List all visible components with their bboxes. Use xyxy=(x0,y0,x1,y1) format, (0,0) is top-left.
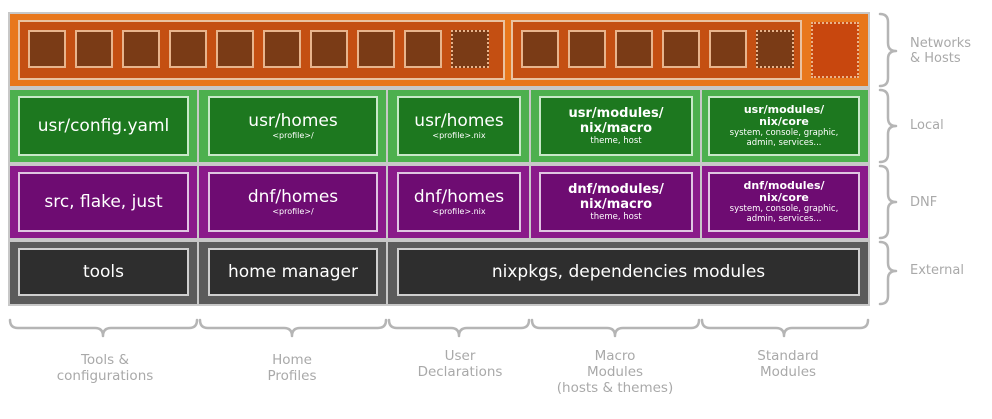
dnf-homes-declarations-sub: <profile>.nix xyxy=(432,207,486,216)
column-label-standard-line1: Standard xyxy=(757,348,819,364)
local-core-sub-1: system, console, graphic, xyxy=(729,128,839,138)
local-config-label: usr/config.yaml xyxy=(37,116,170,136)
column-divider xyxy=(529,88,531,240)
column-label-tools-line2: configurations xyxy=(56,368,154,384)
column-divider xyxy=(197,88,199,306)
external-home-manager-box: home manager xyxy=(208,248,378,296)
local-macro-title-2: nix/macro xyxy=(579,121,653,136)
column-divider xyxy=(700,88,702,240)
host-block xyxy=(662,30,700,68)
local-homes-profiles-sub: <profile>/ xyxy=(272,131,314,140)
host-block xyxy=(568,30,606,68)
local-homes-declarations-title: usr/homes xyxy=(414,111,504,131)
local-homes-profiles-title: usr/homes xyxy=(248,111,338,131)
column-label-standard: Standard Modules xyxy=(728,348,848,380)
brace-networks xyxy=(878,12,898,88)
dnf-homes-declarations-title: dnf/homes xyxy=(413,187,505,207)
hosts-group-2 xyxy=(511,20,802,80)
column-label-user: User Declarations xyxy=(400,348,520,380)
hosts-group-1 xyxy=(18,20,505,80)
local-homes-declarations-sub: <profile>.nix xyxy=(432,131,486,140)
dnf-macro-sub: theme, host xyxy=(590,212,642,222)
column-label-macro-line3: (hosts & themes) xyxy=(556,380,674,396)
local-homes-declarations-box: usr/homes <profile>.nix xyxy=(397,96,521,156)
host-block xyxy=(122,30,160,68)
brace-home xyxy=(198,318,388,338)
dnf-config-box: src, flake, just xyxy=(18,172,189,232)
host-block xyxy=(615,30,653,68)
brace-user xyxy=(387,318,531,338)
host-block xyxy=(521,30,559,68)
brace-tools xyxy=(8,318,199,338)
external-nixpkgs-label: nixpkgs, dependencies modules xyxy=(491,262,766,282)
brace-local xyxy=(878,88,898,164)
column-divider xyxy=(386,88,388,306)
brace-external xyxy=(878,240,898,306)
host-block xyxy=(75,30,113,68)
column-label-user-line2: Declarations xyxy=(417,364,503,380)
dnf-config-label: src, flake, just xyxy=(44,192,163,212)
row-label-external: External xyxy=(910,263,964,278)
dnf-macro-modules-box: dnf/modules/ nix/macro theme, host xyxy=(539,172,693,232)
column-label-tools: Tools & configurations xyxy=(40,352,170,384)
row-label-networks: Networks & Hosts xyxy=(910,36,971,66)
column-label-macro-line1: Macro xyxy=(594,348,636,364)
host-block xyxy=(263,30,301,68)
dnf-homes-profiles-sub: <profile>/ xyxy=(272,207,314,216)
local-core-sub-2: admin, services... xyxy=(746,138,822,148)
local-config-box: usr/config.yaml xyxy=(18,96,189,156)
external-nixpkgs-box: nixpkgs, dependencies modules xyxy=(397,248,860,296)
row-label-local: Local xyxy=(910,118,944,133)
local-homes-profiles-box: usr/homes <profile>/ xyxy=(208,96,378,156)
column-label-standard-line2: Modules xyxy=(759,364,817,380)
dnf-homes-declarations-box: dnf/homes <profile>.nix xyxy=(397,172,521,232)
host-block xyxy=(169,30,207,68)
host-block xyxy=(310,30,348,68)
local-macro-modules-box: usr/modules/ nix/macro theme, host xyxy=(539,96,693,156)
dnf-macro-title-2: nix/macro xyxy=(579,197,653,212)
row-label-dnf: DNF xyxy=(910,195,938,210)
network-block-placeholder xyxy=(811,22,859,78)
column-label-tools-line1: Tools & xyxy=(80,352,130,368)
brace-dnf xyxy=(878,164,898,240)
dnf-homes-profiles-title: dnf/homes xyxy=(247,187,339,207)
host-block-placeholder xyxy=(756,30,794,68)
local-core-title-2: nix/core xyxy=(759,115,809,128)
column-label-home: Home Profiles xyxy=(232,352,352,384)
dnf-core-title-1: dnf/modules/ xyxy=(743,179,825,192)
row-label-networks-line2: & Hosts xyxy=(910,51,961,66)
column-label-user-line1: User xyxy=(444,348,476,364)
dnf-homes-profiles-box: dnf/homes <profile>/ xyxy=(208,172,378,232)
external-home-manager-label: home manager xyxy=(227,262,358,282)
external-tools-label: tools xyxy=(82,262,125,282)
host-block-placeholder xyxy=(451,30,489,68)
host-block xyxy=(216,30,254,68)
external-tools-box: tools xyxy=(18,248,189,296)
host-block xyxy=(404,30,442,68)
local-macro-title-1: usr/modules/ xyxy=(568,106,664,121)
column-label-home-line2: Profiles xyxy=(267,368,317,384)
column-label-macro-line2: Modules xyxy=(586,364,644,380)
column-label-macro: Macro Modules (hosts & themes) xyxy=(540,348,690,396)
dnf-core-title-2: nix/core xyxy=(759,191,809,204)
dnf-core-modules-box: dnf/modules/ nix/core system, console, g… xyxy=(708,172,860,232)
local-macro-sub: theme, host xyxy=(590,136,642,146)
host-block xyxy=(709,30,747,68)
dnf-core-sub-2: admin, services... xyxy=(746,214,822,224)
brace-standard xyxy=(700,318,870,338)
local-core-title-1: usr/modules/ xyxy=(743,103,825,116)
dnf-macro-title-1: dnf/modules/ xyxy=(568,182,664,197)
local-core-modules-box: usr/modules/ nix/core system, console, g… xyxy=(708,96,860,156)
row-label-networks-line1: Networks xyxy=(910,36,972,51)
host-block xyxy=(28,30,66,68)
brace-macro xyxy=(530,318,701,338)
dnf-core-sub-1: system, console, graphic, xyxy=(729,204,839,214)
host-block xyxy=(357,30,395,68)
column-label-home-line1: Home xyxy=(272,352,312,368)
networks-hosts-layer xyxy=(8,12,870,88)
